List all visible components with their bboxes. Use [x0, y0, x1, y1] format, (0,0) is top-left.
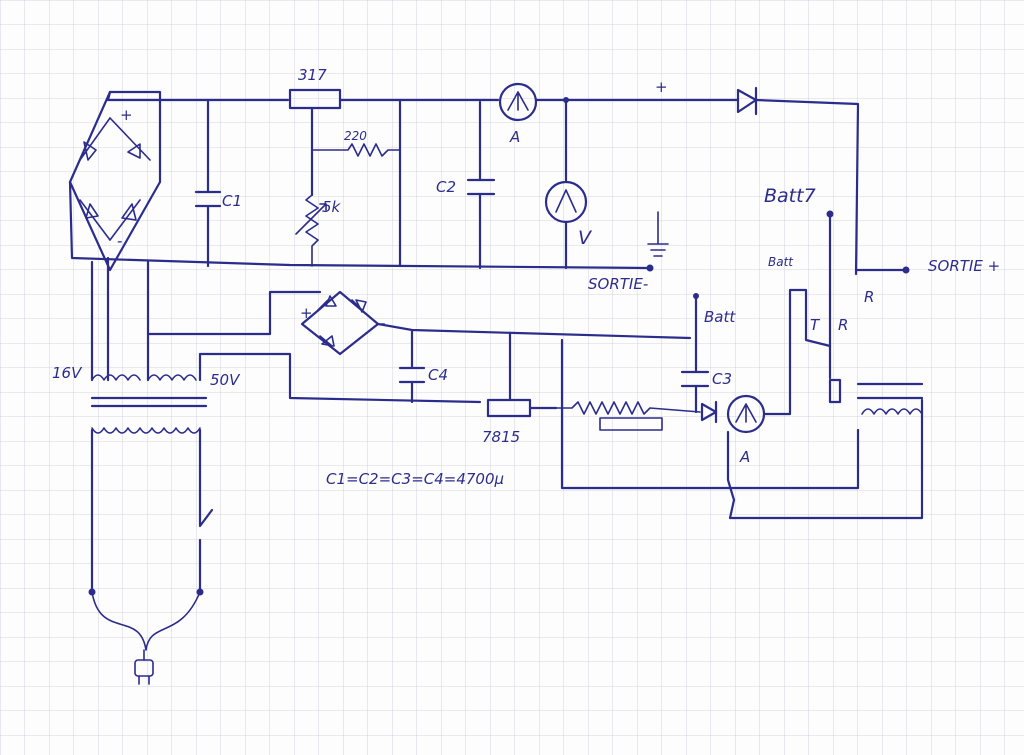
- resistor-220: [311, 143, 401, 157]
- c3-label: C3: [712, 370, 732, 388]
- series-resistor: [555, 401, 701, 415]
- relay-r2-label: R: [864, 288, 874, 306]
- relay-coil-loop: [726, 398, 924, 520]
- capacitor-equation: C1=C2=C3=C4=4700µ: [326, 470, 504, 488]
- capacitor-c1: [194, 190, 222, 208]
- batt-plus-label: Batt: [768, 255, 794, 269]
- lower-bridge-rectifier: [300, 290, 380, 356]
- potentiometer-5k: [305, 194, 319, 267]
- sortie-minus-label: SORTIE-: [588, 275, 648, 293]
- ground-symbol: [647, 211, 669, 257]
- transformer-50v-label: 50V: [210, 371, 241, 389]
- top-bridge-rectifier: [68, 90, 162, 272]
- lower-ac-lead-2: [198, 352, 482, 404]
- bridge-plus-label: +: [120, 106, 133, 124]
- bridge-minus-label: -: [117, 232, 122, 250]
- capacitor-c2: [466, 178, 496, 196]
- mains-wiring-switch: [90, 428, 214, 594]
- relay-coil: [861, 408, 923, 415]
- ammeter-top-label: A: [509, 128, 520, 146]
- lower-ac-lead-1: [146, 290, 322, 336]
- voltmeter-label: V: [578, 227, 593, 249]
- primary-winding: [91, 427, 201, 434]
- top-positive-rail: [106, 90, 290, 102]
- lower-bridge-plus-label: +: [300, 304, 313, 322]
- batt7-label: Batt7: [764, 185, 816, 207]
- secondary-winding: [91, 374, 197, 381]
- voltmeter: [544, 180, 588, 224]
- top-negative-rail: [68, 180, 650, 270]
- charge-diode: [700, 400, 718, 424]
- capacitor-c4: [398, 366, 426, 384]
- transformer-16v-label: 16V: [52, 364, 83, 382]
- pot-5k-label: 5k: [322, 198, 342, 216]
- sortie-plus-label: SORTIE +: [928, 257, 1000, 275]
- relay-contact: [804, 308, 832, 348]
- batt-minus-label: Batt: [704, 308, 736, 326]
- resistor-220-label: 220: [344, 129, 367, 143]
- c4-label: C4: [428, 366, 448, 384]
- relay-t-label: T: [810, 316, 821, 334]
- regulator-7815-label: 7815: [482, 428, 520, 446]
- lower-return-loop: [560, 338, 860, 490]
- mains-cord: [91, 591, 201, 651]
- top-plus-label: +: [655, 78, 668, 96]
- relay-armature: [828, 378, 842, 404]
- ammeter-bottom-label: A: [739, 448, 750, 466]
- ammeter-top: [498, 82, 538, 122]
- mains-plug-icon: [134, 649, 154, 685]
- rail-to-sortie-plus: [754, 98, 860, 276]
- transformer-core: [90, 396, 208, 408]
- capacitor-c3: [680, 370, 710, 388]
- c1-label: C1: [222, 192, 242, 210]
- regulator-317-label: 317: [298, 66, 327, 84]
- transformer-leads: [90, 256, 150, 382]
- lower-bridge-minus-label: -: [380, 314, 385, 332]
- resistor-bracket: [599, 417, 663, 431]
- relay-contact-feed: [762, 288, 808, 416]
- relay-core: [856, 382, 924, 400]
- relay-r-label: R: [838, 316, 848, 334]
- c2-label: C2: [436, 178, 456, 196]
